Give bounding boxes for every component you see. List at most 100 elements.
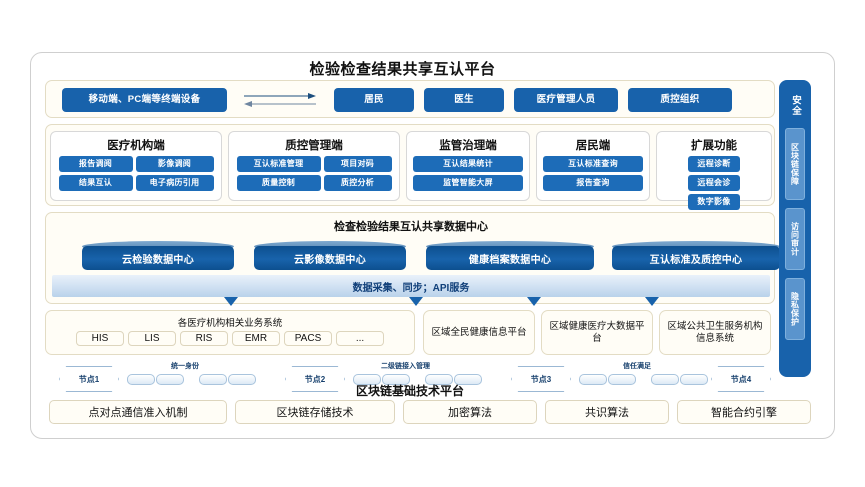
chain-link-icon [680, 373, 708, 385]
application-layer-panel: 医疗机构端报告调阅影像调阅结果互认电子病历引用质控管理端互认标准管理项目对码质量… [45, 124, 775, 229]
terminal-device-button[interactable]: 移动端、PC端等终端设备 [62, 88, 227, 112]
chain-label-2: 二级链接入管理 [381, 363, 430, 370]
blockchain-node-chain: 统一身份 二级链接入管理 信任满足 节点1 节点2 节点3 节点4 [45, 362, 775, 394]
source-system-tag[interactable]: HIS [76, 331, 124, 346]
data-center-cylinder-3[interactable]: 健康档案数据中心 [426, 241, 594, 271]
source-system-tag[interactable]: LIS [128, 331, 176, 346]
source-system-tag[interactable]: PACS [284, 331, 332, 346]
data-center-cylinder-4[interactable]: 互认标准及质控中心 [612, 241, 780, 271]
chain-link-icon [228, 373, 256, 385]
chain-link-icon [353, 373, 381, 385]
chain-link-group-1 [127, 373, 256, 385]
cylinder-label: 健康档案数据中心 [426, 246, 594, 270]
blockchain-tech-box-2[interactable]: 区块链存储技术 [235, 400, 395, 424]
security-rail-item-3[interactable]: 隐私保护 [785, 278, 805, 340]
chain-label-3: 信任满足 [623, 363, 651, 370]
source-system-label: 区域健康医疗大数据平台 [549, 320, 645, 344]
security-rail-item-2[interactable]: 访问审计 [785, 208, 805, 270]
chain-link-group-3 [579, 373, 708, 385]
cylinder-label: 互认标准及质控中心 [612, 246, 780, 270]
module-card-title: 质控管理端 [285, 140, 343, 152]
blockchain-tech-box-1[interactable]: 点对点通信准入机制 [49, 400, 227, 424]
module-card-5: 扩展功能远程诊断远程会诊数字影像远程教学 [656, 131, 772, 229]
blockchain-tech-box-5[interactable]: 智能合约引擎 [677, 400, 811, 424]
module-item-button[interactable]: 电子病历引用 [135, 175, 214, 191]
module-item-button[interactable]: 结果互认 [58, 175, 133, 191]
chain-link-icon [156, 373, 184, 385]
module-item-button[interactable]: 项目对码 [323, 156, 392, 172]
module-item-button[interactable]: 数字影像 [688, 194, 740, 210]
chain-link-icon [382, 373, 410, 385]
connector-arrow-icon [224, 297, 238, 306]
module-item-button[interactable]: 影像调阅 [135, 156, 214, 172]
blockchain-node-3[interactable]: 节点3 [511, 366, 571, 392]
bidirectional-arrow-icon [242, 90, 318, 110]
data-center-cylinder-2[interactable]: 云影像数据中心 [254, 241, 406, 271]
source-system-caption: 各医疗机构相关业务系统 [177, 318, 283, 329]
connector-arrow-icon [645, 297, 659, 306]
module-item-grid: 互认标准查询报告查询 [537, 156, 649, 191]
security-rail-header: 安全 [790, 94, 801, 116]
source-systems-row: 各医疗机构相关业务系统 HIS LIS RIS EMR PACS... 区域全民健康信息平台… [45, 310, 775, 358]
source-system-tag[interactable]: RIS [180, 331, 228, 346]
cylinder-label: 云影像数据中心 [254, 246, 406, 270]
module-item-button[interactable]: 监管智能大屏 [413, 175, 523, 191]
chain-link-icon [651, 373, 679, 385]
source-system-card-3: 区域健康医疗大数据平台 [541, 310, 653, 355]
module-item-button[interactable]: 远程诊断 [688, 156, 740, 172]
blockchain-node-4[interactable]: 节点4 [711, 366, 771, 392]
role-button-1[interactable]: 居民 [334, 88, 414, 112]
source-system-card-his: 各医疗机构相关业务系统 HIS LIS RIS EMR PACS... [45, 310, 415, 355]
security-rail-item-1[interactable]: 区块链保障 [785, 128, 805, 200]
module-item-button[interactable]: 报告调阅 [58, 156, 133, 172]
data-center-cylinder-1[interactable]: 云检验数据中心 [82, 241, 234, 271]
module-item-button[interactable]: 互认标准管理 [236, 156, 321, 172]
api-service-bar: 数据采集、同步；API服务 [52, 275, 770, 297]
module-item-grid: 报告调阅影像调阅结果互认电子病历引用 [51, 156, 221, 191]
module-card-3: 监管治理端互认结果统计监管智能大屏 [406, 131, 530, 201]
module-item-button[interactable]: 互认标准查询 [543, 156, 643, 172]
module-card-title: 监管治理端 [439, 140, 497, 152]
module-card-title: 医疗机构端 [107, 140, 165, 152]
chain-link-icon [454, 373, 482, 385]
role-button-2[interactable]: 医生 [424, 88, 504, 112]
source-system-tag[interactable]: EMR [232, 331, 280, 346]
module-item-button[interactable]: 报告查询 [543, 175, 643, 191]
source-system-card-2: 区域全民健康信息平台 [423, 310, 535, 355]
source-system-tag-row: HIS LIS RIS EMR PACS... [46, 331, 414, 346]
module-item-button[interactable]: 质控分析 [323, 175, 392, 191]
role-button-4[interactable]: 质控组织 [628, 88, 732, 112]
module-item-grid: 互认标准管理项目对码质量控制质控分析 [229, 156, 399, 191]
chain-link-icon [425, 373, 453, 385]
blockchain-tech-box-3[interactable]: 加密算法 [403, 400, 537, 424]
page-title: 检验检查结果共享互认平台 [309, 61, 496, 78]
cylinder-label: 云检验数据中心 [82, 246, 234, 270]
chain-link-group-2 [353, 373, 482, 385]
module-item-grid: 互认结果统计监管智能大屏 [407, 156, 529, 191]
blockchain-tech-box-4[interactable]: 共识算法 [545, 400, 669, 424]
module-item-button[interactable]: 质量控制 [236, 175, 321, 191]
blockchain-node-2[interactable]: 节点2 [285, 366, 345, 392]
source-system-tag[interactable]: ... [336, 331, 384, 346]
module-card-2: 质控管理端互认标准管理项目对码质量控制质控分析 [228, 131, 400, 201]
blockchain-platform-title: 区块链基础技术平台 [355, 384, 464, 398]
security-rail: 安全 区块链保障访问审计隐私保护 [779, 80, 811, 377]
module-card-4: 居民端互认标准查询报告查询 [536, 131, 650, 201]
blockchain-tech-row: 点对点通信准入机制区块链存储技术加密算法共识算法智能合约引擎 [45, 400, 811, 426]
source-system-label: 区域公共卫生服务机构信息系统 [667, 320, 763, 344]
source-system-label: 区域全民健康信息平台 [431, 326, 527, 338]
module-card-title: 居民端 [575, 140, 611, 152]
role-button-3[interactable]: 医疗管理人员 [514, 88, 618, 112]
chain-link-icon [579, 373, 607, 385]
chain-link-icon [608, 373, 636, 385]
chain-label-1: 统一身份 [171, 363, 199, 370]
data-center-title: 检查检验结果互认共享数据中心 [334, 221, 488, 233]
blockchain-node-1[interactable]: 节点1 [59, 366, 119, 392]
connector-arrow-icon [409, 297, 423, 306]
connector-arrow-icon [527, 297, 541, 306]
module-item-button[interactable]: 远程会诊 [688, 175, 740, 191]
access-layer-panel: 移动端、PC端等终端设备 居民医生医疗管理人员质控组织 [45, 80, 775, 118]
module-item-button[interactable]: 互认结果统计 [413, 156, 523, 172]
data-center-panel: 检查检验结果互认共享数据中心 云检验数据中心云影像数据中心健康档案数据中心互认标… [45, 212, 780, 306]
